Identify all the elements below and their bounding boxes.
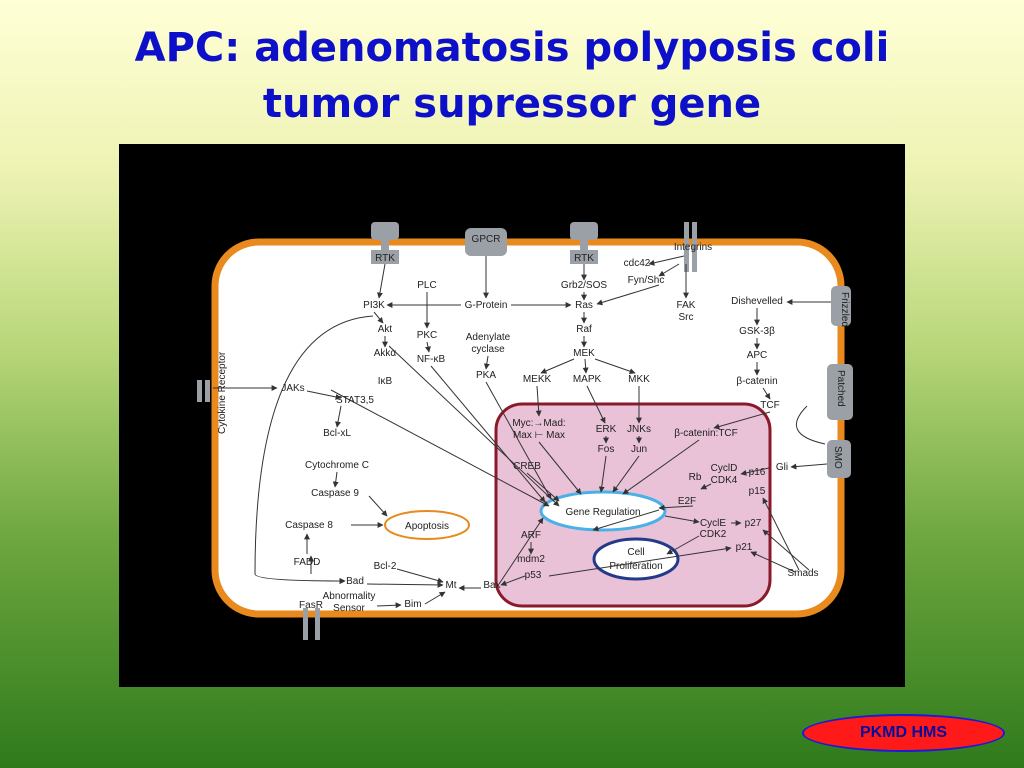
node-jaks: JAKs (281, 383, 304, 394)
akt-bad-arc (254, 315, 374, 584)
fasr-label: FasR (299, 600, 323, 611)
node-fadd: FADD (294, 557, 321, 568)
gene-regulation-label: Gene Regulation (565, 507, 640, 518)
node-mapk: MAPK (573, 374, 602, 385)
fasr-receptor: FasR (299, 600, 323, 640)
node-gli: Gli (776, 462, 788, 473)
node-fynshc: Fyn/Shc (628, 275, 665, 286)
rtk-left-label: RTK (375, 253, 395, 264)
patched-receptor: Patched (827, 364, 853, 420)
node-smads: Smads (787, 568, 818, 579)
cell-prolif-label-2: Proliferation (609, 561, 662, 572)
node-apc: APC (747, 350, 768, 361)
node-p15: p15 (749, 486, 766, 497)
node-creb: CREB (513, 461, 541, 472)
node-erk: ERK (596, 424, 617, 435)
node-plc: PLC (417, 280, 436, 291)
node-bcl2: Bcl-2 (374, 561, 397, 572)
frizzled-receptor: Frizzled (831, 286, 851, 327)
node-bclxl: Bcl-xL (323, 428, 351, 439)
apoptosis-bubble: Apoptosis (384, 510, 470, 540)
rtk-right-label: RTK (574, 253, 594, 264)
node-jun: Jun (631, 444, 647, 455)
rtk-right-receptor: RTK (570, 222, 598, 264)
node-cdk2: CDK2 (700, 529, 727, 540)
node-mekk: MEKK (523, 374, 552, 385)
signaling-nodes: PI3K PLC G-Protein Grb2/SOS cdc42 Fyn/Sh… (281, 258, 818, 614)
slide-title: APC: adenomatosis polyposis coli tumor s… (0, 20, 1024, 132)
node-bcatenin: β-catenin (736, 376, 777, 387)
node-cyclase: cyclase (471, 344, 505, 355)
node-gsk3b: GSK-3β (739, 326, 775, 337)
footer-badge: PKMD HMS (802, 714, 1005, 752)
node-grb2sos: Grb2/SOS (561, 280, 607, 291)
node-nfkb: NF-κB (417, 354, 446, 365)
node-p16: p16 (749, 467, 766, 478)
gpcr-label: GPCR (472, 234, 501, 245)
node-abnormality: Abnormality (323, 591, 376, 602)
node-raf: Raf (576, 324, 592, 335)
node-mek: MEK (573, 348, 595, 359)
node-pka: PKA (476, 370, 496, 381)
patched-label: Patched (835, 370, 846, 407)
node-dishevelled: Dishevelled (731, 296, 783, 307)
node-p27: p27 (745, 518, 762, 529)
node-jnks: JNKs (627, 424, 651, 435)
node-mkk: MKK (628, 374, 650, 385)
node-stat35: STAT3,5 (336, 395, 374, 406)
node-fak: FAK (677, 300, 696, 311)
node-p53: p53 (525, 570, 542, 581)
node-mt: Mt (445, 580, 456, 591)
node-gprotein: G-Protein (465, 300, 508, 311)
node-cdc42: cdc42 (624, 258, 651, 269)
gpcr-receptor: GPCR (465, 228, 507, 256)
cell-proliferation-bubble: Cell Proliferation (592, 537, 680, 581)
cytokine-receptor: Cytokine Receptor (197, 351, 228, 434)
node-rb: Rb (689, 472, 702, 483)
node-akka: Akkα (374, 348, 397, 359)
smo-label: SMO (832, 446, 843, 469)
pathway-figure: RTK GPCR RTK Integrins Frizzled Patched … (119, 144, 905, 687)
node-ikb: IκB (378, 376, 393, 387)
node-cyce: CyclE (700, 518, 726, 529)
node-mycmad: Myc:→Mad: (512, 418, 565, 429)
smo-feedback-arc (796, 405, 826, 445)
node-bax: Bax (483, 580, 500, 591)
node-adenylate: Adenylate (466, 332, 511, 343)
cytokine-label: Cytokine Receptor (217, 351, 228, 434)
node-maxmax: Max ⊢ Max (513, 430, 565, 441)
node-cytochromec: Cytochrome C (305, 460, 369, 471)
node-mdm2: mdm2 (517, 554, 545, 565)
node-akt: Akt (378, 324, 393, 335)
integrins-receptor: Integrins (674, 222, 712, 272)
node-ras: Ras (575, 300, 593, 311)
cell-prolif-label-1: Cell (627, 547, 644, 558)
smo-receptor: SMO (827, 440, 851, 478)
node-tcf: TCF (760, 400, 779, 411)
node-p21: p21 (736, 542, 753, 553)
node-bad: Bad (346, 576, 364, 587)
node-bim: Bim (404, 599, 421, 610)
node-sensor: Sensor (333, 603, 365, 614)
node-cycd: CyclD (711, 463, 738, 474)
node-pi3k: PI3K (363, 300, 385, 311)
node-caspase8: Caspase 8 (285, 520, 333, 531)
node-fos: Fos (598, 444, 615, 455)
node-src: Src (679, 312, 694, 323)
node-pkc: PKC (417, 330, 438, 341)
title-line-1: APC: adenomatosis polyposis coli (134, 25, 890, 71)
node-e2f: E2F (678, 496, 696, 507)
node-bcattcf: β-catenin:TCF (674, 428, 738, 439)
frizzled-label: Frizzled (839, 292, 850, 327)
title-line-2: tumor supressor gene (262, 81, 762, 127)
pathway-diagram: RTK GPCR RTK Integrins Frizzled Patched … (197, 222, 853, 640)
apoptosis-label: Apoptosis (405, 521, 449, 532)
integrins-label: Integrins (674, 242, 712, 253)
node-caspase9: Caspase 9 (311, 488, 359, 499)
node-cdk4: CDK4 (711, 475, 738, 486)
gene-regulation-bubble: Gene Regulation (539, 490, 667, 532)
rtk-left-receptor: RTK (371, 222, 399, 264)
